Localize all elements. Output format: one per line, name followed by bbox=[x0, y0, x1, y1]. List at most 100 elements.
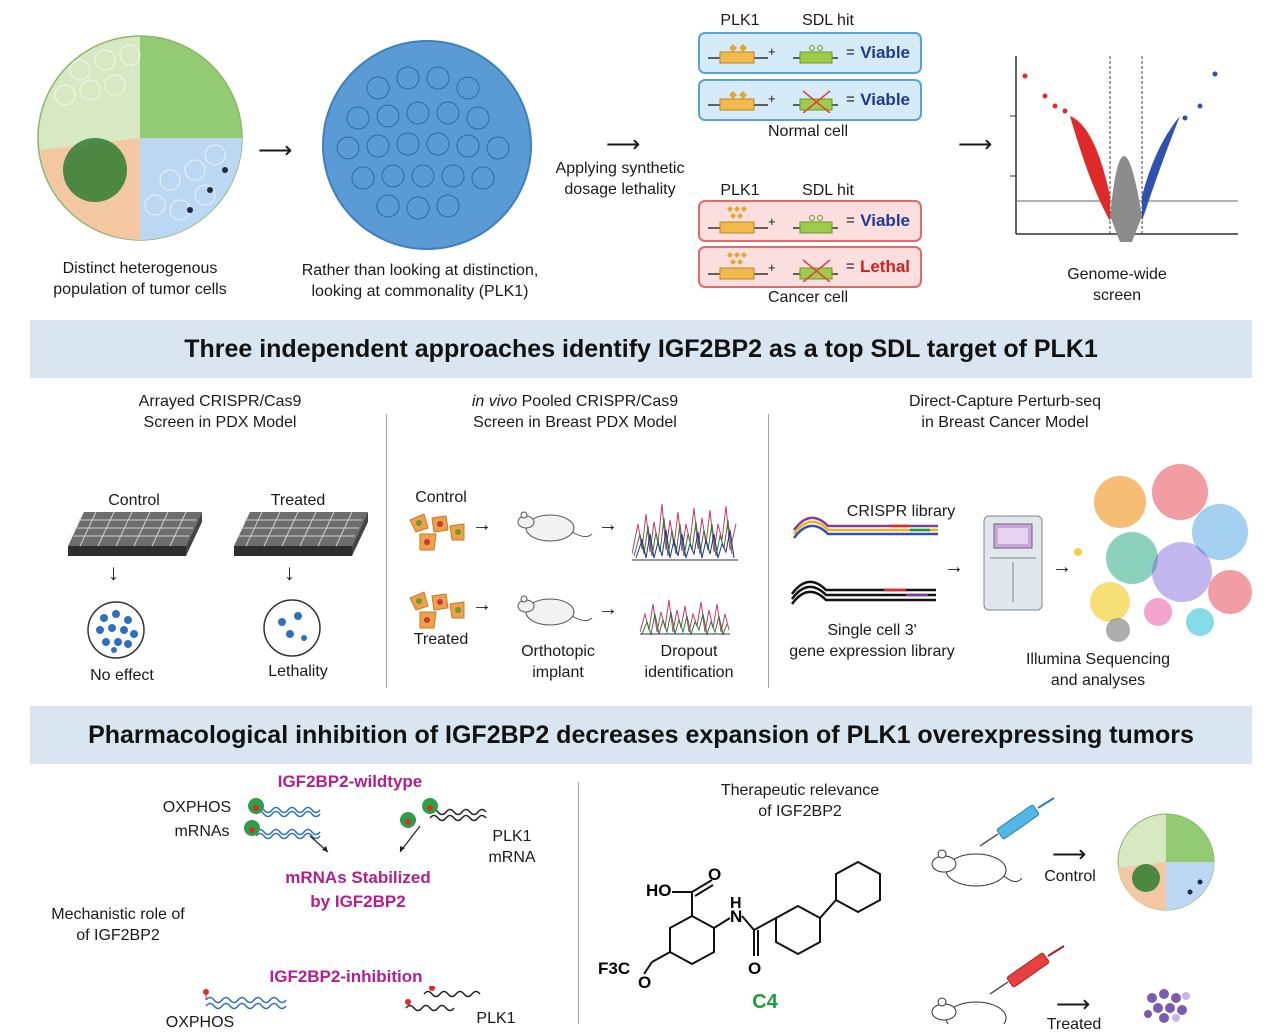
control-well-plate-icon bbox=[68, 511, 202, 556]
a2-arrow-2: → bbox=[472, 594, 492, 616]
sdl-hit-header-cancer: SDL hit bbox=[802, 182, 854, 199]
mrnas-stabilized-label: mRNAs Stabilized by IGF2BP2 bbox=[285, 868, 431, 911]
plk1-header-cancer: PLK1 bbox=[720, 182, 760, 199]
sequencing-trace-treated-icon bbox=[640, 599, 730, 636]
approach-2-title: in vivo Pooled CRISPR/Cas9 Screen in Bre… bbox=[420, 391, 730, 433]
single-cell-library-label: Single cell 3' gene expression library bbox=[789, 622, 955, 660]
a1-down-arrow-2: ↓ bbox=[284, 560, 295, 585]
plus-sign: + bbox=[768, 44, 776, 59]
control-arrow: ⟶ bbox=[1052, 841, 1087, 868]
viable-label: Viable bbox=[860, 211, 910, 230]
commonality-caption: Rather than looking at distinction, look… bbox=[301, 262, 539, 300]
a2-arrow-1: → bbox=[472, 514, 492, 536]
a3-arrow-1: → bbox=[944, 556, 964, 578]
arrow-1: ⟶ bbox=[258, 137, 293, 164]
sequencing-trace-control-icon bbox=[632, 503, 738, 561]
a2-treated-label: Treated bbox=[413, 631, 469, 648]
approach-1-title: Arrayed CRISPR/Cas9 Screen in PDX Model bbox=[138, 393, 302, 431]
tumor-caption: Distinct heterogenous population of tumo… bbox=[53, 260, 227, 298]
dropout-identification-label: Dropout identification bbox=[644, 643, 734, 681]
approach-divider-1 bbox=[386, 414, 387, 688]
cancer-box-2: + = Lethal bbox=[698, 246, 922, 288]
plk1-header-normal: PLK1 bbox=[720, 12, 760, 29]
treated-well-plate-icon bbox=[234, 511, 368, 556]
inhibition-label: IGF2BP2-inhibition bbox=[269, 967, 423, 986]
a1-down-arrow-1: ↓ bbox=[108, 560, 119, 585]
chem-f3c-label: F3C bbox=[598, 959, 630, 978]
approach-3-title: Direct-Capture Perturb-seq in Breast Can… bbox=[908, 393, 1102, 431]
chem-o2-label: O bbox=[748, 959, 761, 978]
volcano-plot-illustration bbox=[1010, 56, 1238, 242]
inhibition-mrna-illustration bbox=[203, 986, 481, 1012]
plus-sign: + bbox=[768, 260, 776, 275]
mouse-treated-icon bbox=[517, 595, 593, 626]
wildtype-mrna-illustration bbox=[244, 798, 487, 853]
chem-n-label: N bbox=[730, 907, 742, 926]
section-title-pharmacological: Pharmacological inhibition of IGF2BP2 de… bbox=[30, 706, 1252, 764]
normal-box-2: + = Viable bbox=[698, 79, 922, 121]
wildtype-label: IGF2BP2-wildtype bbox=[277, 772, 423, 791]
bottom-divider bbox=[578, 782, 579, 1024]
treated-arrow: ⟶ bbox=[1056, 991, 1091, 1018]
plk1-label-2: PLK1 bbox=[476, 1010, 516, 1027]
control-cells-icon bbox=[409, 513, 465, 551]
oxphos-label: OXPHOS bbox=[162, 799, 232, 816]
uniform-tumor-illustration bbox=[322, 40, 532, 250]
a2-title-line2: Screen in Breast PDX Model bbox=[473, 414, 677, 431]
mouse-control-therapy-icon bbox=[931, 849, 1022, 887]
equals-sign: = bbox=[846, 91, 855, 108]
chem-h-label: H bbox=[730, 895, 742, 912]
equals-sign: = bbox=[846, 258, 855, 275]
equals-sign: = bbox=[846, 212, 855, 229]
treated-label: Treated bbox=[1046, 1016, 1102, 1033]
plus-sign: + bbox=[768, 91, 776, 106]
lethality-label: Lethality bbox=[268, 663, 328, 680]
control-label: Control bbox=[1044, 868, 1096, 885]
chem-o-label: O bbox=[708, 865, 721, 884]
umap-cluster-illustration bbox=[1074, 464, 1252, 642]
oxphos-label-2: OXPHOS bbox=[165, 1014, 235, 1031]
mouse-treated-therapy-icon bbox=[931, 997, 1007, 1024]
no-effect-label: No effect bbox=[90, 667, 154, 684]
c4-chemical-structure: HO O H N O F3C O bbox=[598, 860, 881, 992]
a2-control-label: Control bbox=[415, 489, 467, 506]
illumina-label: Illumina Sequencing and analyses bbox=[1025, 651, 1171, 689]
no-effect-dish-icon bbox=[87, 601, 145, 659]
cancer-box-1: + = Viable bbox=[698, 200, 922, 242]
section-title-approaches: Three independent approaches identify IG… bbox=[30, 320, 1252, 378]
equals-sign: = bbox=[846, 44, 855, 61]
cancer-cell-label: Cancer cell bbox=[767, 289, 849, 306]
heterogeneous-tumor-illustration bbox=[37, 35, 243, 241]
a1-control-label: Control bbox=[108, 492, 160, 509]
blue-syringe-icon bbox=[979, 797, 1055, 847]
sdl-hit-header-normal: SDL hit bbox=[802, 12, 854, 29]
a3-arrow-2: → bbox=[1052, 556, 1072, 578]
chem-o3-label: O bbox=[638, 973, 651, 992]
plus-sign: + bbox=[768, 214, 776, 229]
a2-arrow-4: → bbox=[598, 598, 618, 620]
a2-arrow-3: → bbox=[598, 514, 618, 536]
plk1-mrna-label: PLK1 mRNA bbox=[488, 828, 536, 866]
arrow-3: ⟶ bbox=[958, 131, 993, 158]
treated-cells-icon bbox=[409, 591, 465, 629]
single-cell-library-icon bbox=[790, 580, 936, 605]
red-syringe-icon bbox=[989, 945, 1065, 995]
control-tumor-icon bbox=[1117, 813, 1215, 911]
therapeutic-relevance-label: Therapeutic relevance of IGF2BP2 bbox=[720, 782, 880, 820]
approach-divider-2 bbox=[768, 414, 769, 688]
c4-label: C4 bbox=[752, 991, 778, 1013]
genome-wide-caption: Genome-wide screen bbox=[1067, 266, 1167, 304]
lethality-dish-icon bbox=[263, 599, 321, 657]
mechanistic-role-label: Mechanistic role of of IGF2BP2 bbox=[51, 906, 185, 944]
normal-box-1: + = Viable bbox=[698, 32, 922, 74]
in-vivo-italic: in vivo bbox=[471, 393, 518, 410]
lethal-label: Lethal bbox=[859, 257, 910, 276]
mrnas-label: mRNAs bbox=[174, 823, 230, 840]
arrow-2: ⟶ bbox=[606, 131, 641, 158]
normal-cell-label: Normal cell bbox=[767, 123, 848, 140]
viable-label: Viable bbox=[860, 43, 910, 62]
crispr-library-label: CRISPR library bbox=[846, 503, 956, 520]
crispr-library-icon bbox=[792, 516, 938, 539]
mouse-control-icon bbox=[517, 511, 593, 542]
sequencer-icon bbox=[983, 515, 1043, 611]
